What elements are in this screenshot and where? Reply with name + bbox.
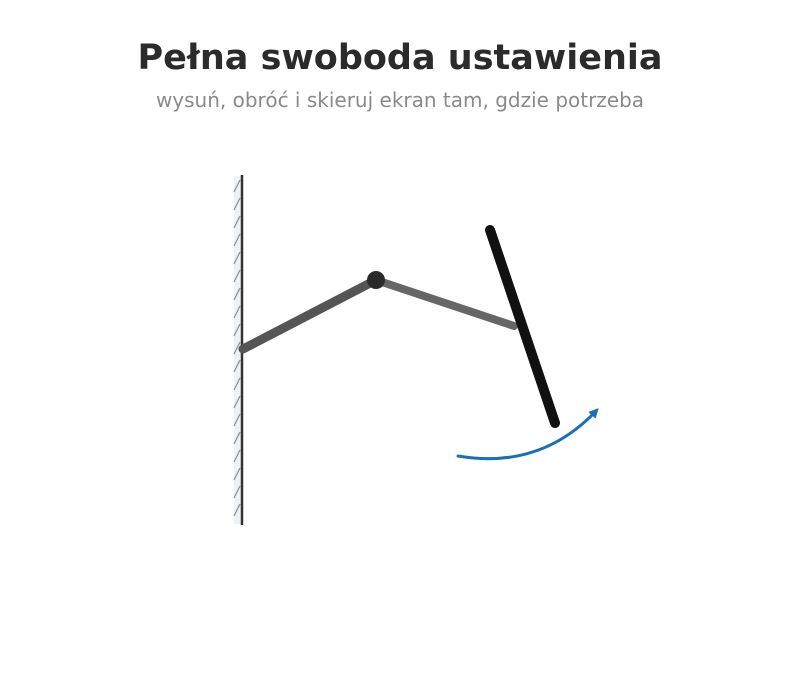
rotation-arrow: [456, 408, 599, 461]
page-subtitle: wysuń, obróć i skieruj ekran tam, gdzie …: [155, 88, 645, 112]
arm-joint: [367, 271, 385, 289]
arm-segment-first: [238, 275, 381, 354]
wall-fill: [234, 176, 242, 524]
wall-hatching: [233, 179, 241, 517]
page-title: Pełna swoboda ustawienia: [137, 38, 663, 78]
wall: [233, 175, 244, 525]
arm-segment-second: [372, 276, 518, 330]
screen: [485, 225, 560, 428]
